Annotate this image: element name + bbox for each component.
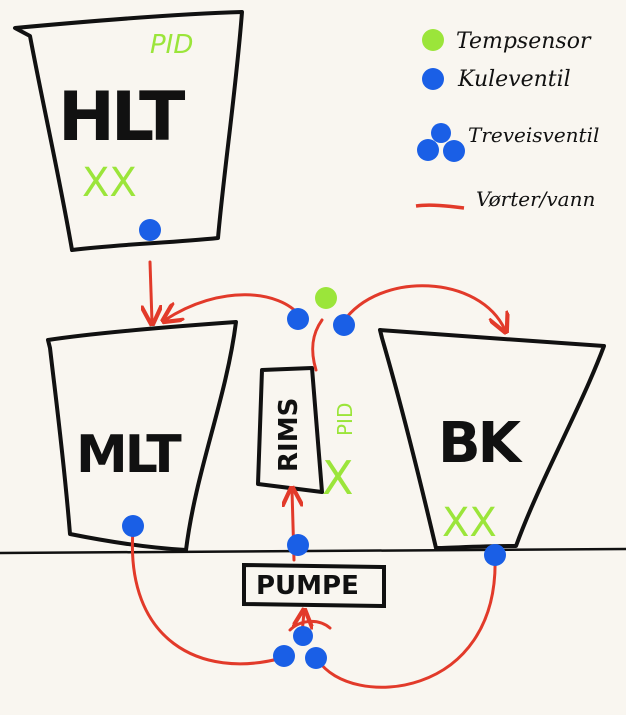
pipe-rims-to-valve [311,318,324,372]
three-way-valve-bottom-right [305,647,327,669]
pipework [130,260,505,689]
pipe-valve-to-bk [341,284,505,330]
legend-temp-sensor-label: Tempsensor [456,29,592,54]
floor-line [0,547,626,555]
legend-wort-water-icon [415,203,465,210]
bk-heating-elements: XX [442,500,497,546]
pipe-hlt-to-mlt [150,260,152,322]
legend-three-way-valve-label: Treveisventil [468,123,599,147]
hlt-outlet-valve [139,219,161,241]
rims-label: RIMS [274,398,304,472]
bk-label: BK [438,411,524,476]
instruments [122,219,506,669]
mlt-label: MLT [76,425,182,485]
legend-ball-valve-icon [422,68,444,90]
hlt-tank: HLT PID XX [13,10,244,252]
legend-ball-valve-label: Kuleventil [457,67,571,92]
pipe-valve-to-mlt [165,293,302,320]
hlt-label: HLT [58,78,186,157]
legend-three-way-valve-icon [417,123,465,162]
pump-unit: PUMPE [242,562,386,609]
pump-outlet-valve [287,534,309,556]
mlt-tank: MLT [46,320,238,552]
legend-wort-water-label: Vørter/vann [476,187,595,211]
hlt-heating-elements: XX [82,160,137,206]
legend: Tempsensor Kuleventil Treveisventil Vørt… [415,29,599,211]
bk-tank: BK XX [378,328,606,550]
pump-label: PUMPE [256,571,359,601]
three-way-valve-top-right [333,314,355,336]
three-way-valve-bottom-top [293,626,313,646]
three-way-valve-top-left [287,308,309,330]
rims-temp-sensor [315,287,337,309]
pipe-mlt-to-bottom-valve [130,528,284,666]
rims-pid-label: PID [333,403,357,436]
rims-unit: RIMS PID X [256,366,357,505]
bk-outlet-valve [484,544,506,566]
legend-temp-sensor-icon [422,29,444,51]
pipe-bk-to-bottom-valve [316,554,497,689]
hlt-pid-label: PID [150,30,193,60]
mlt-outlet-valve [122,515,144,537]
rims-heating-element: X [322,451,354,505]
three-way-valve-bottom-left [273,645,295,667]
